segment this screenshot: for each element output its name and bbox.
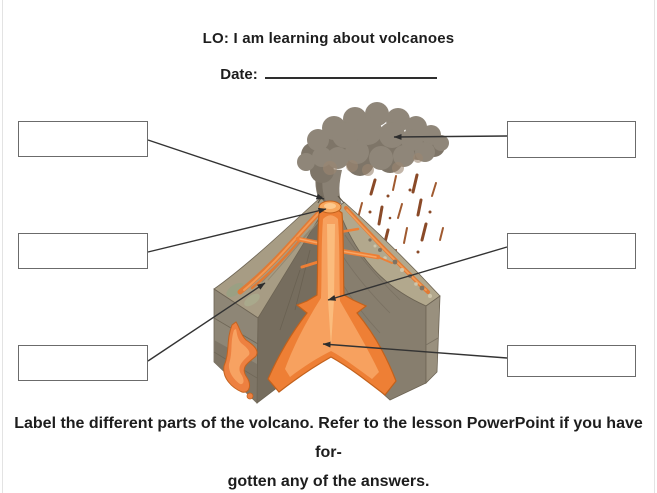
date-blank-line[interactable] [264, 63, 437, 79]
instruction-text: Label the different parts of the volcano… [0, 409, 657, 493]
connector-magma-chamber [322, 341, 508, 359]
connector-conduit [327, 246, 508, 301]
connector-lava-flow [147, 282, 266, 362]
label-box-conduit[interactable] [507, 233, 636, 269]
instruction-line-1: Label the different parts of the volcano… [14, 415, 643, 461]
connector-lines [147, 133, 508, 362]
instruction-line-2: gotten any of the answers. [227, 473, 430, 490]
label-box-vent[interactable] [18, 233, 148, 269]
date-row: Date: [0, 63, 657, 83]
label-box-crater[interactable] [18, 121, 148, 157]
label-box-lava-flow[interactable] [18, 345, 148, 381]
connector-crater [147, 139, 325, 200]
lava-intrusion [223, 321, 258, 400]
label-box-ash-cloud[interactable] [507, 121, 636, 158]
label-box-magma-chamber[interactable] [507, 345, 636, 377]
date-label: Date: [220, 66, 258, 83]
page-left-edge [2, 0, 3, 493]
learning-objective-text: LO: I am learning about volcanoes [202, 30, 455, 47]
connector-ash-cloud [393, 133, 508, 140]
connector-vent [147, 207, 327, 253]
page-right-edge [654, 0, 655, 493]
ash-cloud [297, 102, 449, 183]
